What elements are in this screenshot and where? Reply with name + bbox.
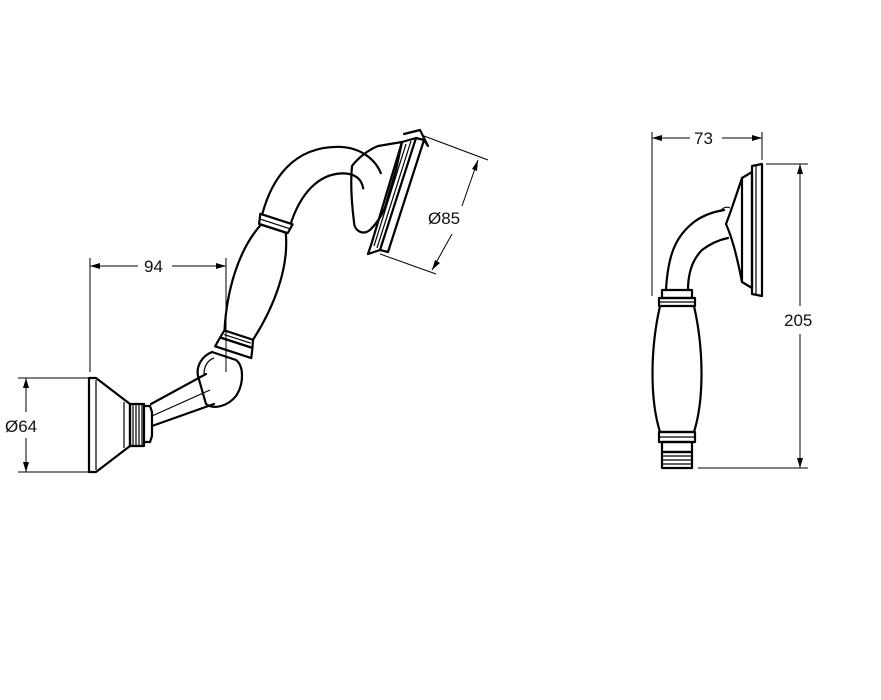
dimension-head-width [651,132,763,296]
left-assembly-view: Ø64 94 Ø85 [5,128,489,474]
dimension-label-head-width: 73 [694,129,713,148]
dimension-label-handset-length: 205 [784,311,812,330]
dimension-head-diameter [379,135,489,275]
dimension-label-wall-bracket: Ø64 [5,417,37,436]
dimension-handset-length [698,163,808,469]
handset-right [651,162,764,470]
handset-holder [196,350,244,408]
right-side-view: 73 205 [651,129,812,470]
wall-bracket [87,376,154,474]
handset-left [214,145,382,360]
shower-head-left [350,128,430,256]
bracket-arm [149,372,216,428]
dimension-label-bracket-offset: 94 [144,257,163,276]
dimension-label-head-diameter: Ø85 [428,209,460,228]
dimension-bracket-offset [89,258,227,372]
dimension-wall-bracket [18,377,88,473]
